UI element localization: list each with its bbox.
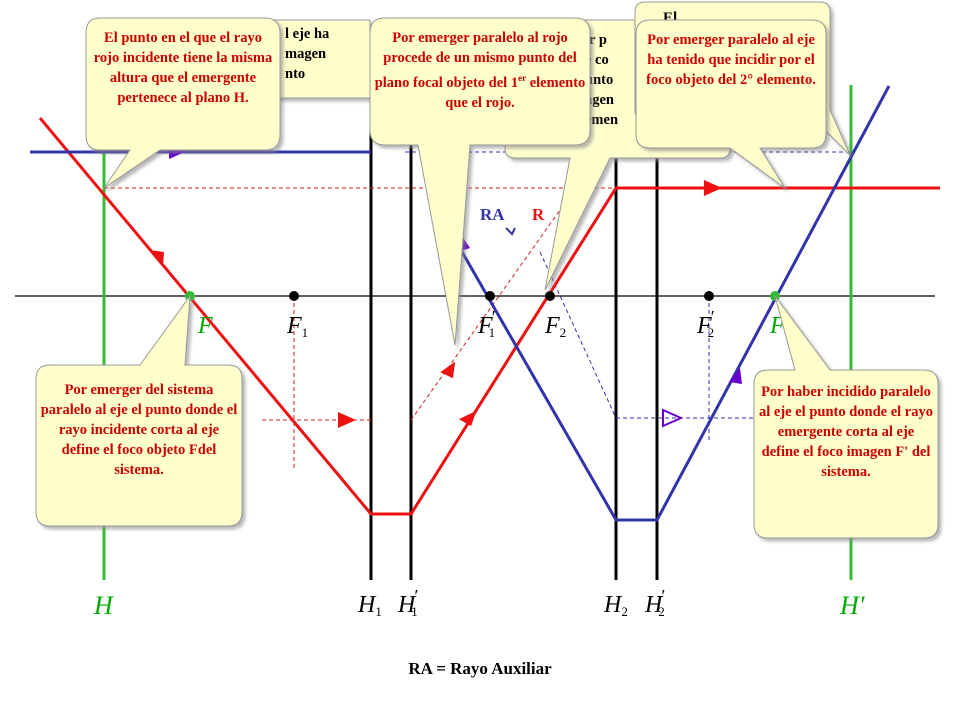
label-h1-prime: H′1: [397, 586, 418, 619]
label-h-prime-system: H': [839, 591, 865, 620]
callout-bottom-left: Por emerger del sistema paralelo al eje …: [35, 294, 243, 527]
focal-point-f2: [545, 291, 555, 301]
legend-text: RA = Rayo Auxiliar: [408, 659, 552, 678]
ra-blue-caret: [505, 227, 516, 236]
label-f1: F1: [286, 313, 308, 340]
label-ra-red-partial: R: [532, 205, 545, 224]
label-f1-prime: F′1: [477, 307, 496, 340]
focal-point-f1: [289, 291, 299, 301]
label-h-system: H: [93, 591, 114, 620]
callout-top-left: El punto en el que el rayo rojo incident…: [85, 17, 281, 189]
label-f2-prime: F′2: [696, 307, 715, 340]
callout-bottom-right: Por haber incidido paralelo al eje el pu…: [753, 295, 939, 539]
focal-point-f2-prime: [704, 291, 714, 301]
focal-point-f1-prime: [485, 291, 495, 301]
label-f-system-partial: F: [197, 313, 213, 339]
label-ra-blue: RA: [480, 205, 505, 224]
label-f2: F2: [544, 313, 566, 340]
label-h2-prime: H′2: [644, 586, 665, 619]
label-h2: H2: [603, 592, 628, 619]
focal-markers: [185, 291, 780, 301]
callout-top-center: Por emerger paralelo al rojo procede de …: [369, 17, 591, 346]
red-ray: [38, 117, 940, 516]
label-h1: H1: [357, 592, 382, 619]
callout-top-right: Por emerger paralelo al eje ha tenido qu…: [635, 19, 827, 189]
blue-ray: [30, 85, 891, 522]
dashed-helpers: [104, 151, 851, 521]
